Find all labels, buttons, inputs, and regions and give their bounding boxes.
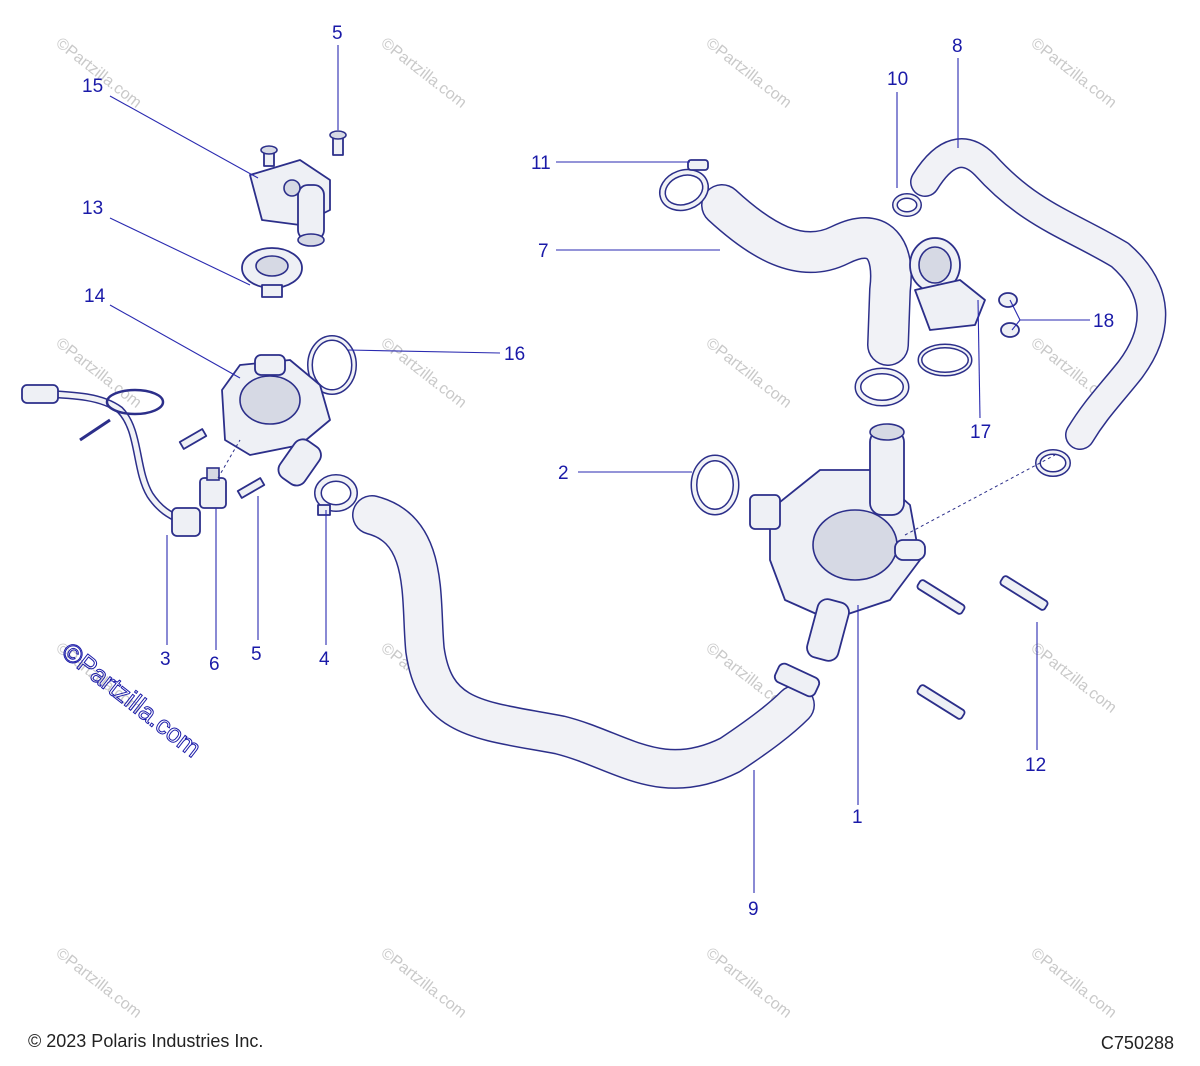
thermostat-cover-15 [249,159,331,247]
callout-14: 14 [84,286,106,307]
bolt-12-b [999,575,1049,611]
clamp-4 [314,474,358,516]
clamp-18 [998,292,1020,338]
thermostat-13 [241,247,303,298]
partzilla-watermark: ©Partzilla.com [53,945,145,1022]
partzilla-watermark-large: ©Partzilla.com [56,636,207,763]
leader-lines [109,45,1090,893]
callout-4: 4 [319,649,330,670]
clamp-11 [659,159,709,212]
hose-8 [910,138,1167,450]
callout-10: 10 [887,69,908,90]
partzilla-watermark: ©Partzilla.com [378,945,470,1022]
bolt-12-a [916,579,966,615]
partzilla-watermark: ©Partzilla.com [703,335,795,412]
callout-13: 13 [82,198,103,219]
callout-5-top: 5 [332,23,343,44]
bolt-5-top-b [329,130,347,156]
thermostat-housing-14 [221,354,331,487]
alignment-line [904,454,1056,536]
bolt-housing-left [178,428,208,450]
callout-12: 12 [1025,755,1046,776]
callout-15: 15 [82,76,103,97]
temp-sensor-6 [199,467,227,509]
callout-18: 18 [1093,311,1114,332]
bolt-5-top-a [260,145,278,167]
bolt-12-c [916,684,966,720]
o-ring-16 [307,335,357,395]
callout-11: 11 [531,153,551,174]
callout-9: 9 [748,899,759,920]
partzilla-watermark: ©Partzilla.com [1028,640,1120,717]
wire-harness-3 [21,384,201,537]
hose-9 [352,495,815,789]
o-ring-2 [690,454,740,516]
elbow-fitting-17 [909,237,986,331]
partzilla-watermark: ©Partzilla.com [378,35,470,112]
alignment-line-sensor [217,439,241,479]
copyright-text: © 2023 Polaris Industries Inc. [28,1031,264,1051]
callout-16: 16 [504,344,525,365]
callout-5-bottom: 5 [251,644,262,665]
callout-17: 17 [970,422,991,443]
clamp-hose-8-lower [1035,449,1071,477]
partzilla-watermark: ©Partzilla.com [1028,35,1120,112]
clamp-10 [892,193,922,217]
watermark-grid: ©Partzilla.com ©Partzilla.com ©Partzilla.c… [53,35,1120,1022]
clamp-hose-9-upper [773,662,821,698]
callout-2: 2 [558,463,569,484]
partzilla-watermark: ©Partzilla.com [378,335,470,412]
clamp-hose-7-lower [854,367,910,407]
callout-7: 7 [538,241,549,262]
hose-7 [701,184,912,366]
partzilla-watermark: ©Partzilla.com [1028,945,1120,1022]
diagram-code: C750288 [1100,1033,1174,1053]
clamp-17-lower [917,343,973,377]
partzilla-watermark: ©Partzilla.com [703,35,795,112]
callout-6: 6 [209,654,220,675]
partzilla-watermark: ©Partzilla.com [703,945,795,1022]
partzilla-watermark: ©Partzilla.com [53,35,145,112]
callout-3: 3 [160,649,171,670]
callout-labels: 1 2 3 4 5 5 6 7 8 9 10 11 12 13 14 15 16… [82,23,1114,920]
bolt-5-lower [236,477,266,499]
callout-1: 1 [852,807,863,828]
callout-8: 8 [952,36,963,57]
water-pump-1 [749,423,926,662]
